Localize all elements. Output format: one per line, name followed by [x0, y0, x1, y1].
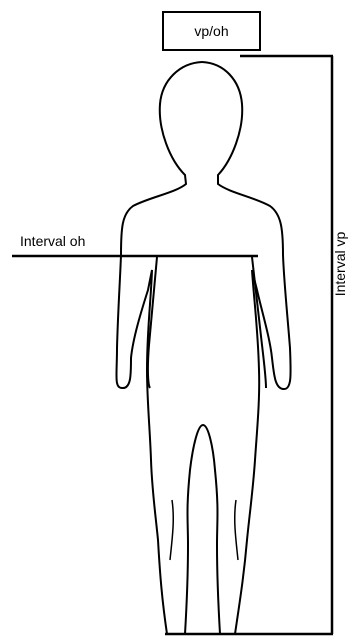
body-silhouette: [116, 62, 202, 634]
body-silhouette-right: [202, 62, 291, 634]
inner-legs: [185, 425, 220, 634]
top-label-box: vp/oh: [162, 11, 261, 51]
top-label-text: vp/oh: [194, 23, 228, 39]
left-knee-detail: [170, 500, 173, 560]
horizontal-interval-label: Interval oh: [20, 233, 85, 249]
right-knee-detail: [235, 500, 238, 560]
vertical-interval-label: Interval vp: [332, 224, 348, 304]
